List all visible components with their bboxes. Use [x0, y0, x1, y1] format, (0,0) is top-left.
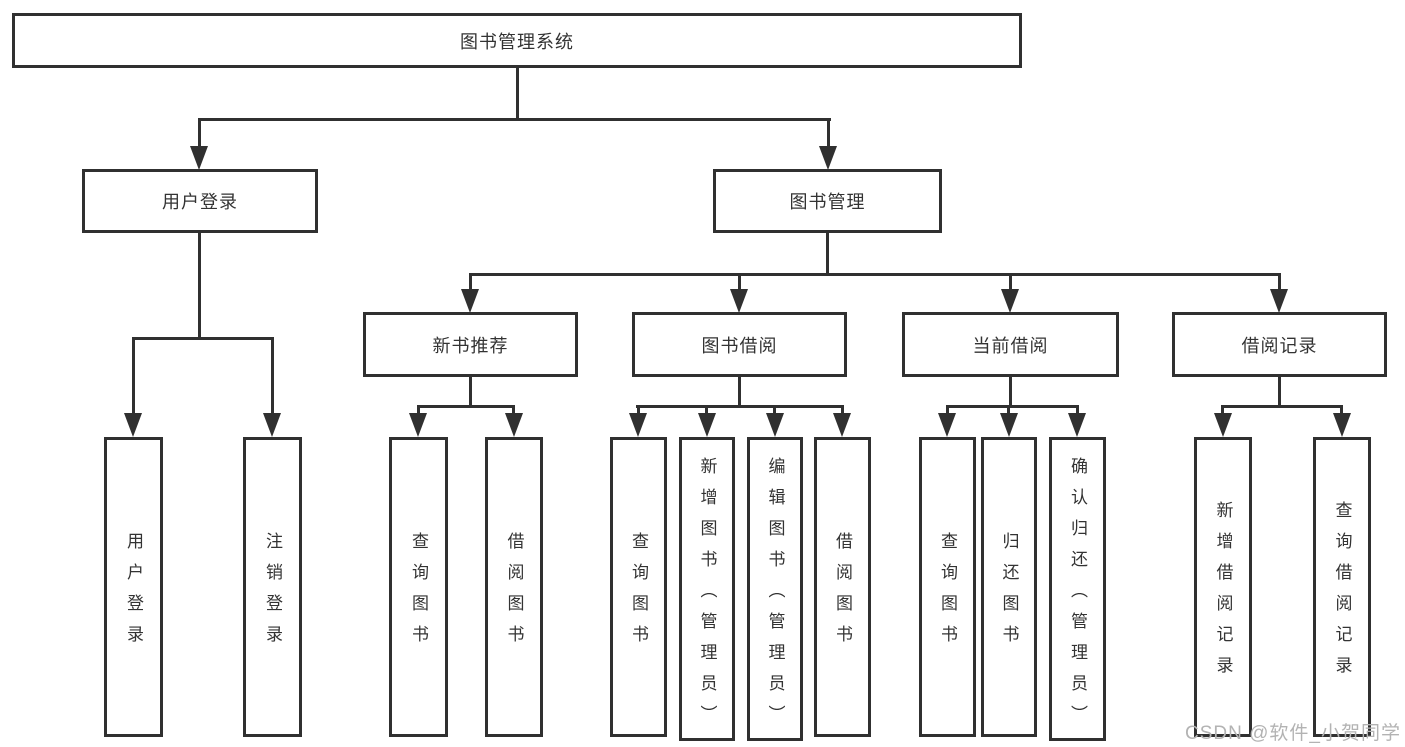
connector-drop-login	[198, 118, 201, 150]
connector-stem	[738, 375, 741, 405]
leaf-recommend-borrow-book-label: 借阅图书	[504, 532, 524, 656]
leaf-return-book: 归还图书	[981, 437, 1037, 737]
connector-drop	[132, 337, 135, 417]
leaf-current-query-book-label: 查询图书	[938, 532, 957, 656]
connector-drop	[1076, 405, 1079, 415]
leaf-recommend-query-book: 查询图书	[389, 437, 448, 737]
leaf-logout: 注销登录	[243, 437, 302, 737]
leaf-borrow-book: 借阅图书	[814, 437, 871, 737]
watermark: CSDN @软件_小贺同学	[1185, 723, 1401, 744]
connector-drop	[773, 405, 776, 415]
connector-drop	[1278, 273, 1281, 293]
connector-login-stem	[198, 231, 201, 337]
leaf-edit-book-admin-label: 编辑图书（管理员）	[765, 456, 785, 736]
leaf-user-login: 用户登录	[104, 437, 163, 737]
connector-root-stem	[516, 66, 519, 118]
connector-drop-mgmt	[827, 118, 830, 150]
connector-stem	[1009, 375, 1012, 405]
node-user-login-label: 用户登录	[162, 192, 238, 212]
arrowhead-icon	[1000, 413, 1018, 437]
arrowhead-icon	[1270, 289, 1288, 313]
arrowhead-icon	[629, 413, 647, 437]
connector-drop	[1340, 405, 1343, 415]
connector-rail	[417, 405, 515, 408]
leaf-add-borrow-record-label: 新增借阅记录	[1213, 501, 1233, 687]
connector-drop	[637, 405, 640, 415]
node-book-borrow: 图书借阅	[632, 312, 847, 377]
connector-login-rail	[132, 337, 274, 340]
arrowhead-icon	[698, 413, 716, 437]
connector-drop	[417, 405, 420, 415]
leaf-logout-label: 注销登录	[263, 532, 282, 656]
leaf-confirm-return-admin-label: 确认归还（管理员）	[1068, 456, 1087, 736]
connector-drop	[1221, 405, 1224, 415]
node-book-mgmt: 图书管理	[713, 169, 942, 233]
connector-drop	[946, 405, 949, 415]
connector-mgmt-stem	[826, 231, 829, 273]
connector-drop	[271, 337, 274, 417]
arrowhead-icon	[190, 146, 208, 170]
arrowhead-icon	[766, 413, 784, 437]
node-new-book-recommend: 新书推荐	[363, 312, 578, 377]
leaf-confirm-return-admin: 确认归还（管理员）	[1049, 437, 1106, 741]
leaf-add-borrow-record: 新增借阅记录	[1194, 437, 1252, 737]
arrowhead-icon	[124, 413, 142, 437]
leaf-query-borrow-record: 查询借阅记录	[1313, 437, 1371, 737]
node-borrow-records-label: 借阅记录	[1241, 335, 1318, 356]
leaf-return-book-label: 归还图书	[999, 532, 1019, 656]
connector-stem	[469, 375, 472, 405]
arrowhead-icon	[819, 146, 837, 170]
arrowhead-icon	[409, 413, 427, 437]
node-current-borrow-label: 当前借阅	[972, 335, 1049, 356]
arrowhead-icon	[1068, 413, 1086, 437]
arrowhead-icon	[505, 413, 523, 437]
arrowhead-icon	[1214, 413, 1232, 437]
arrowhead-icon	[938, 413, 956, 437]
leaf-add-book-admin: 新增图书（管理员）	[679, 437, 735, 741]
leaf-current-query-book: 查询图书	[919, 437, 976, 737]
connector-drop	[1007, 405, 1010, 415]
node-current-borrow: 当前借阅	[902, 312, 1119, 377]
connector-root-rail	[198, 118, 831, 121]
connector-rail	[946, 405, 1079, 408]
node-book-mgmt-label: 图书管理	[789, 192, 866, 212]
node-book-borrow-label: 图书借阅	[701, 335, 778, 356]
connector-drop	[738, 273, 741, 293]
arrowhead-icon	[730, 289, 748, 313]
connector-stem	[1278, 375, 1281, 405]
connector-rail	[636, 405, 844, 408]
node-user-login: 用户登录	[82, 169, 318, 233]
arrowhead-icon	[461, 289, 479, 313]
connector-drop	[1009, 273, 1012, 293]
connector-drop	[469, 273, 472, 293]
node-new-book-recommend-label: 新书推荐	[432, 335, 509, 356]
leaf-borrow-book-label: 借阅图书	[833, 532, 852, 656]
arrowhead-icon	[1333, 413, 1351, 437]
connector-drop	[841, 405, 844, 415]
connector-mgmt-rail	[469, 273, 1281, 276]
leaf-recommend-query-book-label: 查询图书	[409, 532, 428, 656]
leaf-borrow-query-book-label: 查询图书	[629, 532, 648, 656]
arrowhead-icon	[1001, 289, 1019, 313]
arrowhead-icon	[263, 413, 281, 437]
node-root-label: 图书管理系统	[460, 31, 574, 52]
leaf-user-login-label: 用户登录	[124, 532, 143, 656]
leaf-borrow-query-book: 查询图书	[610, 437, 667, 737]
node-borrow-records: 借阅记录	[1172, 312, 1387, 377]
leaf-recommend-borrow-book: 借阅图书	[485, 437, 543, 737]
leaf-query-borrow-record-label: 查询借阅记录	[1332, 501, 1352, 687]
arrowhead-icon	[833, 413, 851, 437]
leaf-add-book-admin-label: 新增图书（管理员）	[697, 456, 717, 736]
connector-drop	[705, 405, 708, 415]
connector-rail	[1221, 405, 1343, 408]
node-root: 图书管理系统	[12, 13, 1022, 68]
connector-drop	[512, 405, 515, 415]
leaf-edit-book-admin: 编辑图书（管理员）	[747, 437, 803, 741]
